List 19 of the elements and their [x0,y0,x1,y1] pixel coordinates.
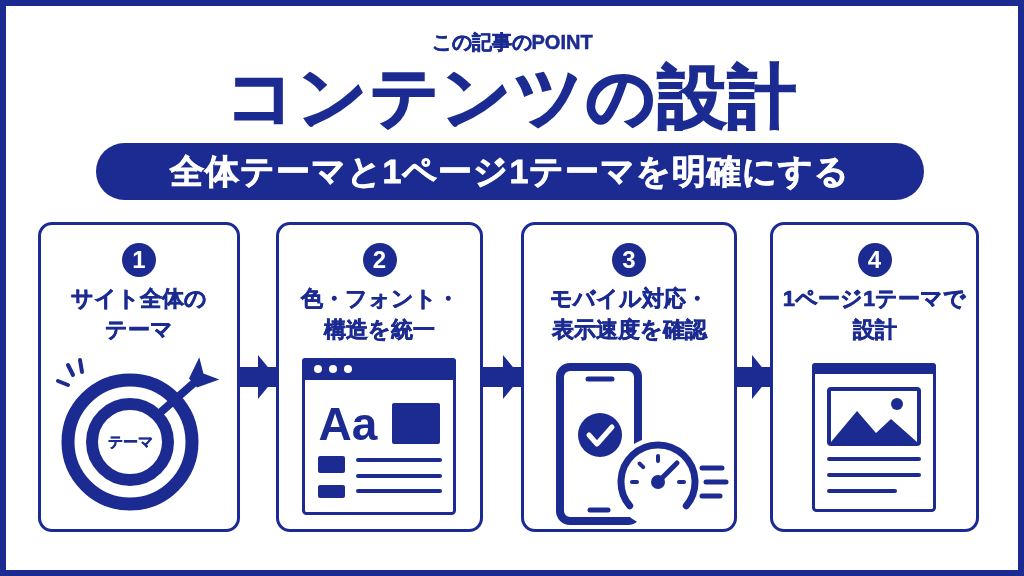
step-title: モバイル対応・表示速度を確認 [549,285,709,344]
step-number: 4 [857,243,892,277]
step-number: 3 [612,243,646,277]
font-sample-text: Aa [318,401,378,447]
step-card [521,222,737,532]
step-number: 2 [362,243,397,277]
arrow [737,355,770,399]
step-title: 色・フォント・構造を統一 [299,285,460,344]
kicker-label: この記事のPOINT [431,30,593,55]
step-card [38,222,240,532]
step-number: 1 [122,243,156,277]
step-title: サイト全体のテーマ [70,285,208,344]
summary-banner: 全体テーマと1ページ1テーマを明確にする [96,143,924,200]
step-card [276,222,483,532]
target-label: テーマ [107,433,153,451]
step-card [770,222,979,532]
step-title: 1ページ1テーマで設計 [781,285,968,344]
arrow [483,355,521,399]
title: コンテンツの設計 [226,57,798,136]
